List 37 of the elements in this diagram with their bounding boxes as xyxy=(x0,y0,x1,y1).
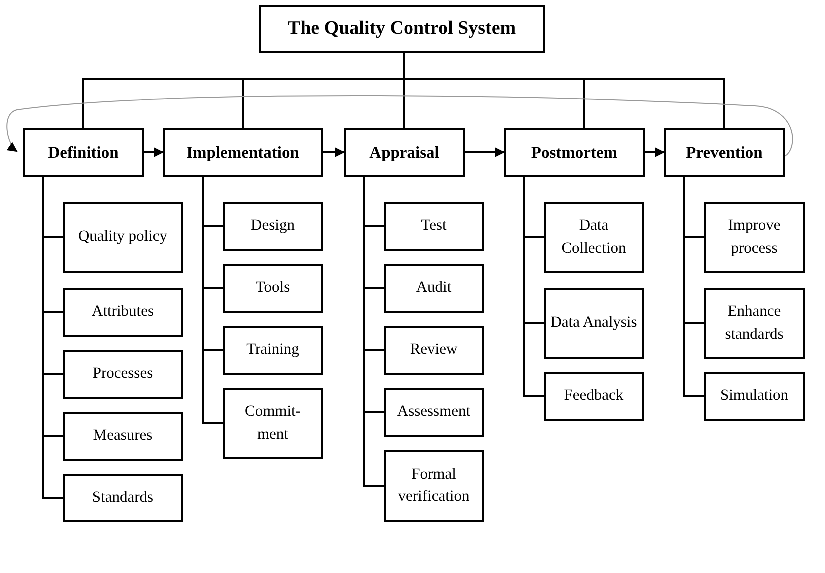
connector-line xyxy=(523,177,544,398)
arrow xyxy=(6,96,794,157)
arrow xyxy=(144,148,164,158)
connector-line xyxy=(202,177,223,424)
activity-box: Simulation xyxy=(704,372,805,421)
stage-box: Prevention xyxy=(664,128,785,177)
activity-box: Training xyxy=(223,326,323,375)
activity-box: Quality policy xyxy=(63,202,183,273)
activity-box: Design xyxy=(223,202,323,251)
activity-box: Audit xyxy=(384,264,484,313)
arrow xyxy=(645,148,665,158)
activity-box: Tools xyxy=(223,264,323,313)
stage-box: Postmortem xyxy=(504,128,645,177)
activity-box: Improve process xyxy=(704,202,805,273)
activity-box: Data Analysis xyxy=(544,288,644,359)
stage-box: Implementation xyxy=(163,128,323,177)
connector-line xyxy=(363,177,384,487)
activity-box: Data Collection xyxy=(544,202,644,273)
activity-box: Assessment xyxy=(384,388,484,437)
activity-box: Feedback xyxy=(544,372,644,421)
activity-box: Attributes xyxy=(63,288,183,337)
activity-box: Test xyxy=(384,202,484,251)
stage-box: Definition xyxy=(23,128,144,177)
activity-box: Standards xyxy=(63,474,183,522)
title-box: The Quality Control System xyxy=(259,5,545,53)
activity-box: Measures xyxy=(63,412,183,461)
activity-box: Commit- ment xyxy=(223,388,323,459)
connector-line xyxy=(403,53,725,128)
arrow xyxy=(323,148,345,158)
activity-box: Enhance standards xyxy=(704,288,805,359)
arrow xyxy=(465,148,505,158)
connector-line xyxy=(42,177,63,499)
activity-box: Processes xyxy=(63,350,183,399)
activity-box: Formal verification xyxy=(384,450,484,522)
stage-box: Appraisal xyxy=(344,128,465,177)
activity-box: Review xyxy=(384,326,484,375)
connector-line xyxy=(683,177,704,398)
